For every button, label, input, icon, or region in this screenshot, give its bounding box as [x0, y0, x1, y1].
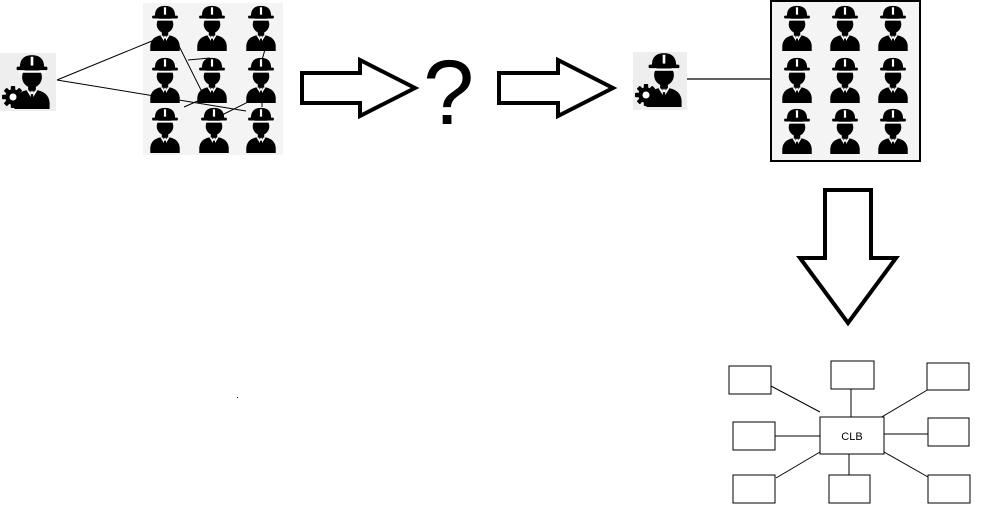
- hub-label: CLB: [841, 431, 862, 443]
- network-workers: [150, 5, 276, 153]
- spoke-box: [830, 360, 875, 390]
- stray-dot: [237, 397, 238, 398]
- arrow-down-icon: [796, 188, 900, 327]
- gear-icon: [635, 84, 657, 106]
- spoke-box: [926, 362, 970, 391]
- tangled-network: [56, 3, 283, 155]
- spoke-box: [828, 474, 871, 504]
- manager-2: [633, 52, 687, 110]
- hub-box: [819, 416, 885, 455]
- question-mark: ?: [423, 42, 474, 144]
- gear-icon: [2, 86, 24, 108]
- spoke-links: [770, 385, 930, 479]
- manager-1: [0, 53, 56, 111]
- arrow-right-icon: [497, 56, 618, 120]
- spoke-box: [927, 474, 971, 504]
- arrow-right-icon: [300, 56, 420, 120]
- spoke-box: [732, 421, 776, 451]
- spoke-box: [927, 417, 970, 447]
- spoke-box: [728, 365, 772, 395]
- worker-team-box: [770, 0, 921, 162]
- hub-spoke-diagram: CLB: [728, 360, 971, 504]
- spoke-box: [732, 474, 776, 504]
